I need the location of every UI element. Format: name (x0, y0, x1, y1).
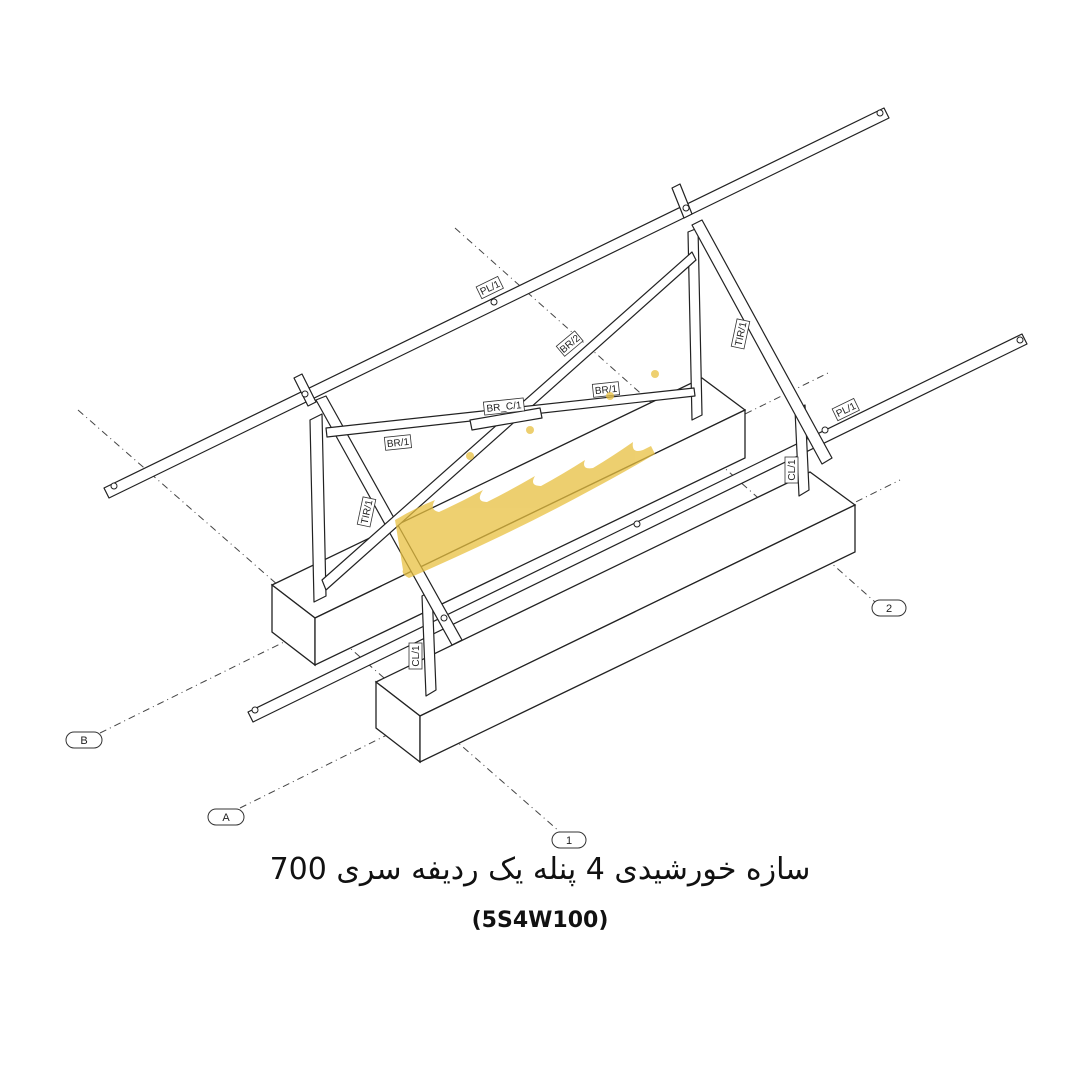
grid-bubble-2: 2 (871, 599, 907, 617)
structure-members (103, 107, 1028, 723)
tag-tir-left: TIR/1 (356, 496, 377, 528)
svg-text:B: B (80, 735, 87, 747)
svg-text:CL/1: CL/1 (411, 645, 422, 667)
model-code: (5S4W100) (471, 908, 609, 933)
svg-text:2: 2 (886, 603, 892, 615)
tag-cl-right: CL/1 (784, 456, 799, 484)
svg-text:CL/1: CL/1 (787, 459, 798, 481)
purlin-right (247, 333, 1028, 723)
svg-text:A: A (222, 812, 230, 824)
grid-bubble-1: 1 (551, 831, 587, 849)
svg-text:TIR/1: TIR/1 (360, 499, 376, 526)
svg-text:BR_C/1: BR_C/1 (486, 400, 522, 415)
tag-cl-front: CL/1 (408, 642, 423, 670)
front-foundation-side (419, 503, 856, 764)
tie-rod-right (691, 219, 833, 465)
svg-text:TIR/1: TIR/1 (734, 321, 750, 348)
grid-bubble-b: B (65, 731, 103, 749)
drawing-title: سازه خورشیدی 4 پنله یک ردیفه سری 700 (269, 852, 811, 887)
tag-br1-lower: BR/1 (383, 434, 412, 451)
watermark-logo (395, 370, 659, 578)
grid-bubble-a: A (207, 808, 245, 826)
svg-text:1: 1 (566, 835, 572, 847)
tag-brc: BR_C/1 (482, 397, 525, 416)
tag-br1-upper: BR/1 (591, 381, 620, 398)
rear-column-left (309, 413, 327, 603)
bolt-holes (110, 109, 1024, 714)
svg-text:BR/1: BR/1 (386, 437, 410, 450)
tag-tir-right: TIR/1 (730, 318, 751, 350)
